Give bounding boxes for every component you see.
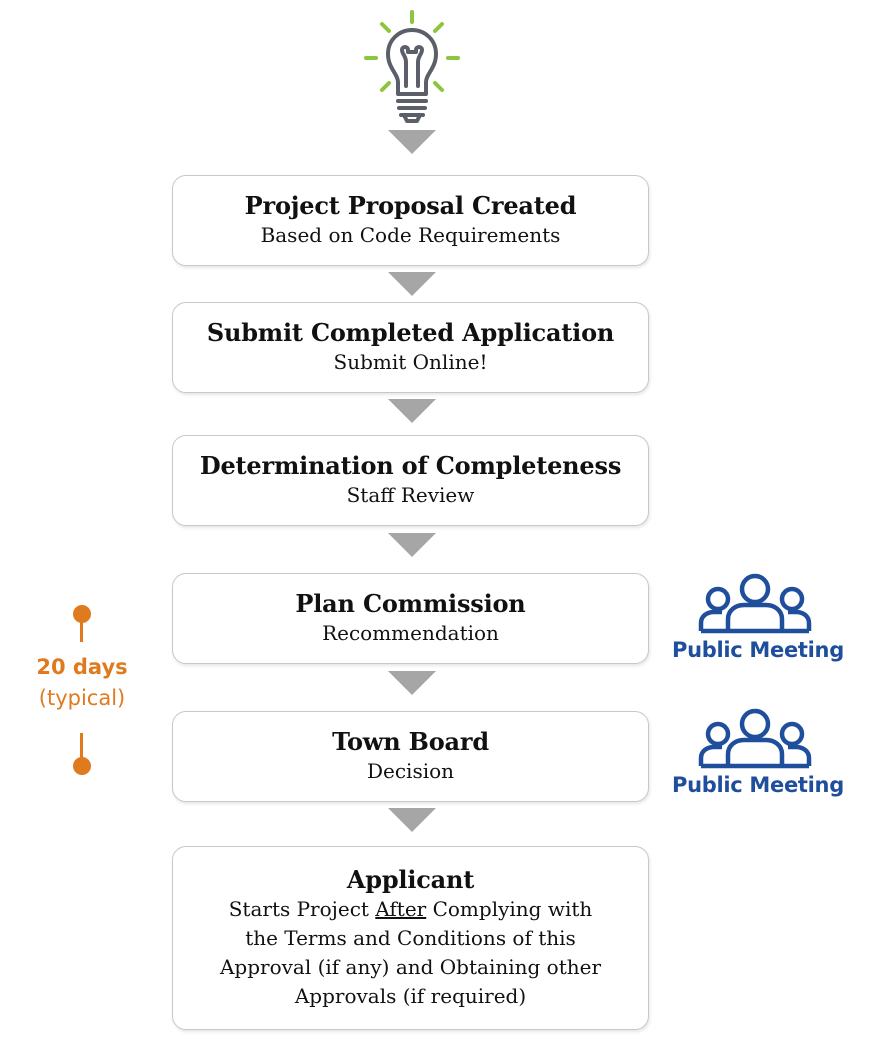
step-subtitle: Recommendation xyxy=(322,621,499,645)
step-title: Plan Commission xyxy=(295,589,526,618)
step-plan-commission: Plan Commission Recommendation xyxy=(172,573,649,664)
public-meeting-label: Public Meeting xyxy=(672,773,844,797)
people-group-icon xyxy=(698,573,812,634)
step-subtitle: Staff Review xyxy=(346,483,475,507)
step-title: Town Board xyxy=(332,727,489,756)
flow-arrow xyxy=(388,808,436,832)
step-subtitle-line: Starts Project After Complying with xyxy=(229,895,593,924)
step-determination-completeness: Determination of Completeness Staff Revi… xyxy=(172,435,649,526)
timeline-start-dot xyxy=(73,605,91,623)
flow-arrow xyxy=(388,272,436,296)
flow-arrow xyxy=(388,130,436,154)
step-title: Submit Completed Application xyxy=(206,318,615,347)
light-bulb-icon xyxy=(364,10,460,123)
flow-arrow xyxy=(388,671,436,695)
step-applicant: Applicant Starts Project After Complying… xyxy=(172,846,649,1030)
step-title: Determination of Completeness xyxy=(199,451,622,480)
timeline-line-top xyxy=(80,620,83,642)
public-meeting-label: Public Meeting xyxy=(672,638,844,662)
step-subtitle-line: the Terms and Conditions of this xyxy=(245,926,576,950)
step-submit-application: Submit Completed Application Submit Onli… xyxy=(172,302,649,393)
flow-arrow xyxy=(388,399,436,423)
step-subtitle-line: Approvals (if required) xyxy=(294,984,527,1008)
timeline-line-bottom xyxy=(80,733,83,759)
step-subtitle-line: Approval (if any) and Obtaining other xyxy=(219,955,602,979)
people-group-icon xyxy=(698,708,812,769)
timeline-qualifier-label: (typical) xyxy=(38,686,126,710)
timeline-days-label: 20 days xyxy=(36,655,128,679)
step-subtitle-prefix: Starts Project xyxy=(228,897,376,921)
step-title: Applicant xyxy=(346,865,475,894)
step-subtitle-rest: Complying with xyxy=(426,897,593,921)
flow-arrow xyxy=(388,533,436,557)
step-town-board: Town Board Decision xyxy=(172,711,649,802)
step-subtitle-emphasis: After xyxy=(375,897,427,921)
step-subtitle: Decision xyxy=(366,759,455,783)
step-subtitle: Based on Code Requirements xyxy=(260,223,561,247)
step-project-proposal: Project Proposal Created Based on Code R… xyxy=(172,175,649,266)
step-title: Project Proposal Created xyxy=(244,191,577,220)
step-subtitle: Submit Online! xyxy=(333,350,488,374)
timeline-end-dot xyxy=(73,757,91,775)
